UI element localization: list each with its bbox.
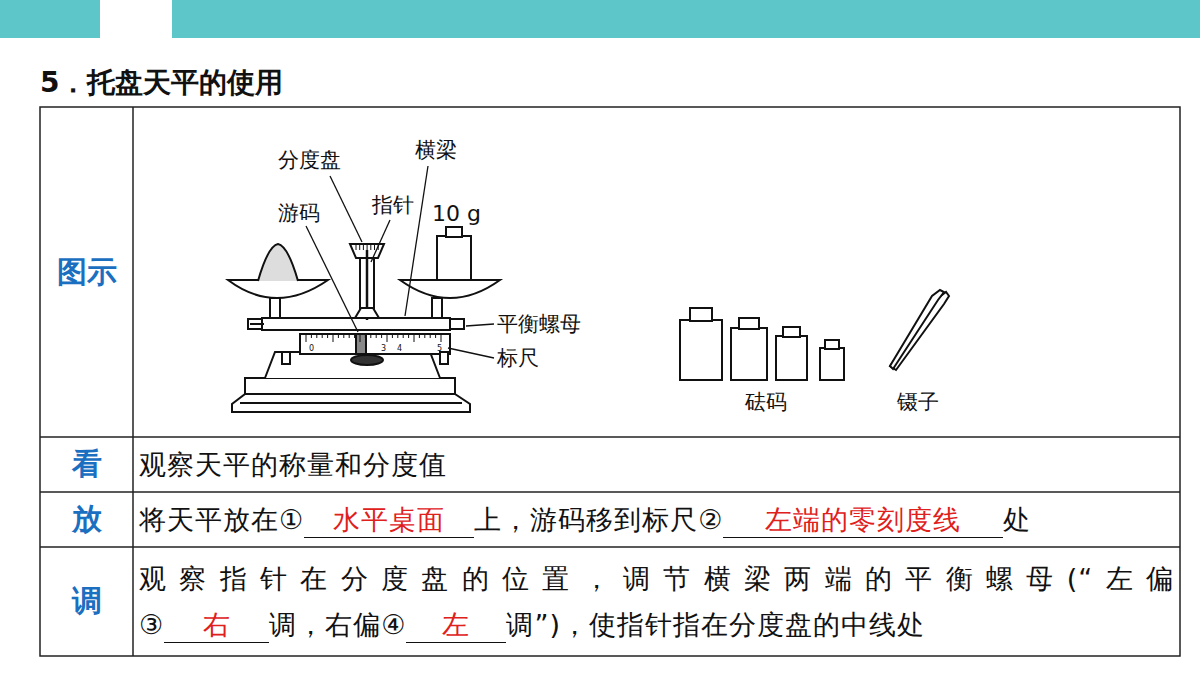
- scale-number: 5: [437, 345, 442, 353]
- row-header-cell: 看: [40, 437, 133, 492]
- cell-text: 观察指针在分度盘的位置，调节横梁两端的平衡螺母(“左偏: [139, 556, 1174, 602]
- cell-text: 调，右偏④: [269, 609, 406, 640]
- scale-number: 0: [309, 345, 314, 353]
- part-label: 砝码: [745, 392, 787, 413]
- cell-text: 上，游码移到标尺②: [474, 504, 723, 535]
- balance-illustration: [228, 227, 500, 412]
- part-label: 分度盘: [278, 150, 341, 171]
- cell-text: 观察天平的称量和分度值: [139, 442, 1174, 488]
- cell-text: 放: [72, 499, 102, 540]
- tweezers: [890, 290, 949, 370]
- part-label: 10 g: [432, 203, 481, 225]
- cell-text: 观察指针在分度盘的位置，调节横梁两端的平衡螺母(“左偏 ③右调，右偏④左调”)，使…: [139, 556, 1174, 648]
- leader-lines: [306, 166, 494, 358]
- cell-text: 图示: [57, 252, 117, 293]
- part-label: 镊子: [897, 392, 939, 413]
- scale-number: 3: [381, 345, 386, 353]
- answer-blank: 右: [164, 608, 269, 643]
- dial-ticks: [356, 245, 378, 250]
- part-label: 游码: [278, 203, 320, 224]
- cell-text: 处: [1003, 504, 1031, 535]
- cell-text: 将天平放在①水平桌面上，游码移到标尺②左端的零刻度线处: [139, 497, 1174, 543]
- header-bar: [172, 0, 1200, 38]
- answer-blank: 左: [406, 608, 506, 643]
- cell-text: 将天平放在①: [139, 504, 304, 535]
- part-label: 平衡螺母: [497, 314, 581, 335]
- answer-blank: 水平桌面: [304, 503, 474, 538]
- table-grid: [40, 107, 1180, 656]
- row-header-cell: 调: [40, 547, 133, 656]
- answer-blank: 左端的零刻度线: [723, 503, 1003, 538]
- table-cell: 观察指针在分度盘的位置，调节横梁两端的平衡螺母(“左偏 ③右调，右偏④左调”)，使…: [133, 547, 1180, 656]
- table-cell: 将天平放在①水平桌面上，游码移到标尺②左端的零刻度线处: [133, 492, 1180, 547]
- cell-text: 观察天平的称量和分度值: [139, 449, 447, 480]
- part-label: 横梁: [415, 140, 457, 161]
- part-label: 标尺: [497, 348, 539, 369]
- cell-text: 调”)，使指针指在分度盘的中线处: [506, 609, 925, 640]
- ruler-ticks: [306, 334, 441, 342]
- table-cell: 观察天平的称量和分度值: [133, 437, 1180, 492]
- cell-text: 调: [72, 581, 102, 622]
- weights: [680, 308, 844, 380]
- scale-number: 4: [397, 345, 402, 353]
- part-label: 指针: [372, 195, 414, 216]
- page-title: 5．托盘天平的使用: [40, 64, 283, 102]
- row-header-cell: 放: [40, 492, 133, 547]
- cell-text: 看: [72, 444, 102, 485]
- row-header-cell: 图示: [40, 107, 133, 437]
- header-bar: [0, 0, 100, 38]
- cell-text: ③: [139, 609, 164, 640]
